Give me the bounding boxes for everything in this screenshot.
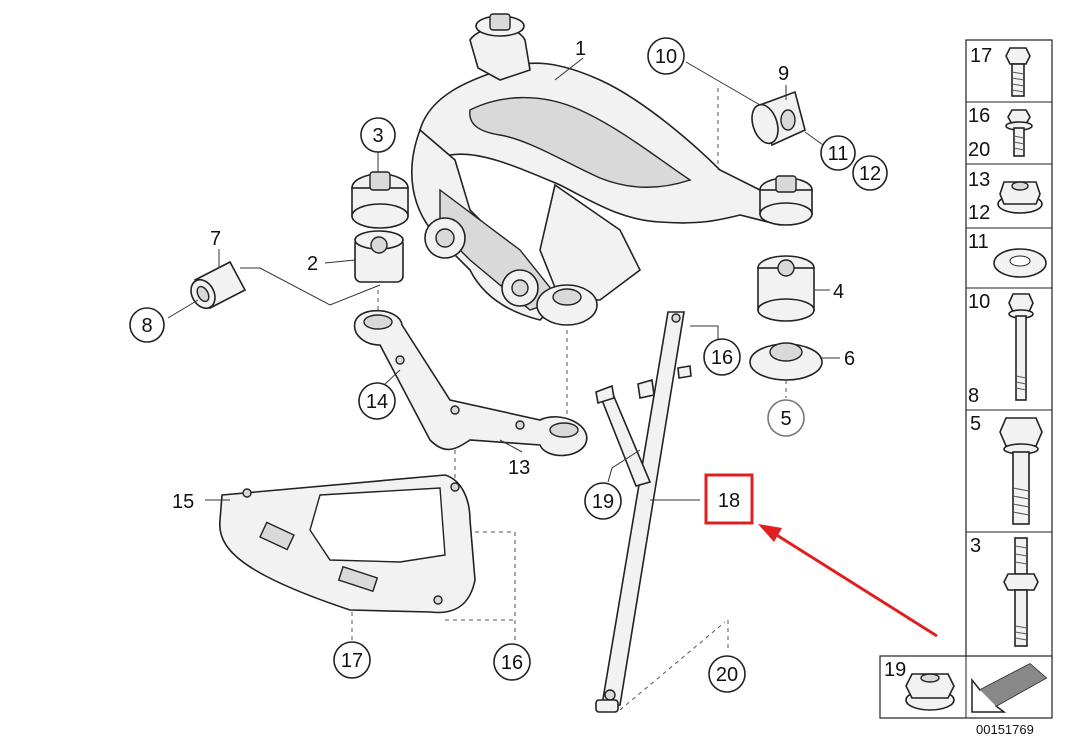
callout-11-circle: [820, 135, 856, 171]
callout-2: 2: [307, 253, 318, 275]
callout-3-circle: [360, 117, 396, 153]
callout-20: 20: [716, 664, 738, 686]
legend-label-17: 17: [970, 45, 992, 67]
subframe-drawing: [351, 13, 813, 326]
bushing-2: [354, 230, 404, 283]
bracket-19: [595, 384, 652, 487]
fastener-legend: 17 16 20 13 12 11: [879, 39, 1053, 737]
legend-label-20: 20: [968, 139, 990, 161]
callout-3: 3: [372, 125, 383, 147]
callout-16a: 16: [711, 347, 733, 369]
callout-4: 4: [833, 281, 844, 303]
diagram-number: 00151769: [976, 722, 1034, 737]
callout-17: 17: [341, 650, 363, 672]
nut-icon: [905, 673, 955, 711]
flange-bolt-icon: [1005, 109, 1033, 157]
callout-17-circle: [333, 641, 371, 679]
view-direction-arrow-icon: [971, 663, 1048, 713]
callout-20-circle: [708, 655, 746, 693]
callout-7: 7: [210, 228, 221, 250]
callout-16b: 16: [501, 652, 523, 674]
callout-11: 11: [828, 143, 849, 165]
control-arm-14: [353, 309, 588, 457]
callout-8: 8: [141, 315, 152, 337]
callout-16b-circle: [493, 643, 531, 681]
skid-plate-15: [219, 474, 476, 614]
callout-18-highlight: [704, 473, 754, 525]
legend-label-3: 3: [970, 535, 981, 557]
flange-nut-icon: [997, 181, 1043, 214]
hex-bolt-icon: [999, 417, 1043, 525]
bushing-9: [751, 90, 806, 147]
callout-14: 14: [366, 391, 388, 413]
callout-5-circle: [767, 399, 805, 437]
callout-10: 10: [655, 46, 677, 68]
legend-label-11: 11: [968, 231, 989, 253]
bolt-icon: [1005, 47, 1031, 97]
bushing-7: [190, 260, 247, 310]
legend-label-8: 8: [968, 385, 979, 407]
callout-labels: 1 3 2 7 8 10 9 11 12 4 6 5 14 13 15 16 1…: [129, 37, 888, 693]
legend-label-13: 13: [968, 169, 990, 191]
washer-icon: [993, 248, 1047, 278]
legend-label-19: 19: [884, 659, 906, 681]
callout-13: 13: [508, 457, 530, 479]
callout-19-circle: [584, 482, 622, 520]
callout-16a-circle: [703, 338, 741, 376]
callout-12: 12: [859, 163, 881, 185]
callout-5: 5: [780, 408, 791, 430]
callout-10-circle: [647, 37, 685, 75]
legend-label-5: 5: [970, 413, 981, 435]
callout-19: 19: [592, 491, 614, 513]
strut-bar-18: [595, 311, 692, 713]
callout-12-circle: [852, 155, 888, 191]
stud-icon: [1003, 537, 1039, 647]
callout-18: 18: [718, 490, 740, 512]
long-bolt-icon: [1008, 293, 1034, 401]
arrow-icon: [758, 524, 938, 638]
legend-label-16: 16: [968, 105, 990, 127]
washer-6: [749, 342, 823, 381]
legend-label-12: 12: [968, 202, 990, 224]
callout-9: 9: [778, 63, 789, 85]
leader-lines: [167, 57, 840, 711]
callout-15: 15: [172, 491, 194, 513]
callout-8-circle: [129, 307, 165, 343]
callout-1: 1: [575, 38, 586, 60]
callout-6: 6: [844, 348, 855, 370]
mount-4: [757, 255, 815, 322]
callout-14-circle: [358, 382, 396, 420]
legend-label-10: 10: [968, 291, 990, 313]
